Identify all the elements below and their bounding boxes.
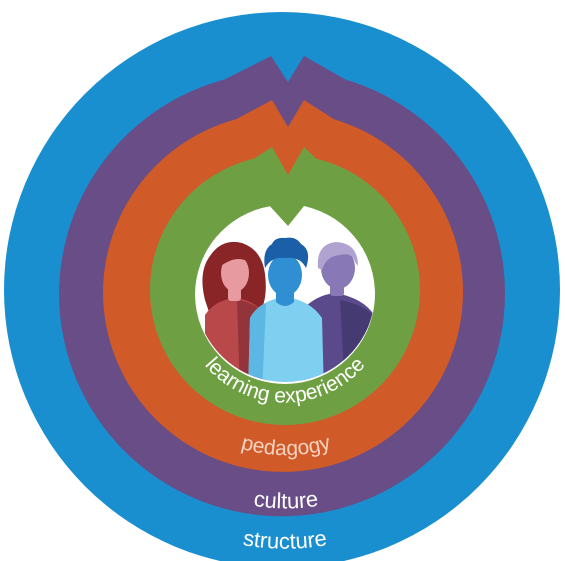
- left-person-face: [221, 254, 249, 292]
- middle-person-shirt: [248, 297, 324, 382]
- culture-label: culture: [252, 486, 319, 514]
- right-person-hair: [317, 242, 358, 270]
- middle-person-face: [268, 254, 302, 296]
- structure-label: structure: [242, 525, 329, 553]
- left-person-hair-front: [218, 250, 254, 268]
- middle-person-figure: [248, 237, 324, 382]
- middle-person-hair: [264, 237, 309, 268]
- middle-person-shirt-shade: [248, 303, 266, 382]
